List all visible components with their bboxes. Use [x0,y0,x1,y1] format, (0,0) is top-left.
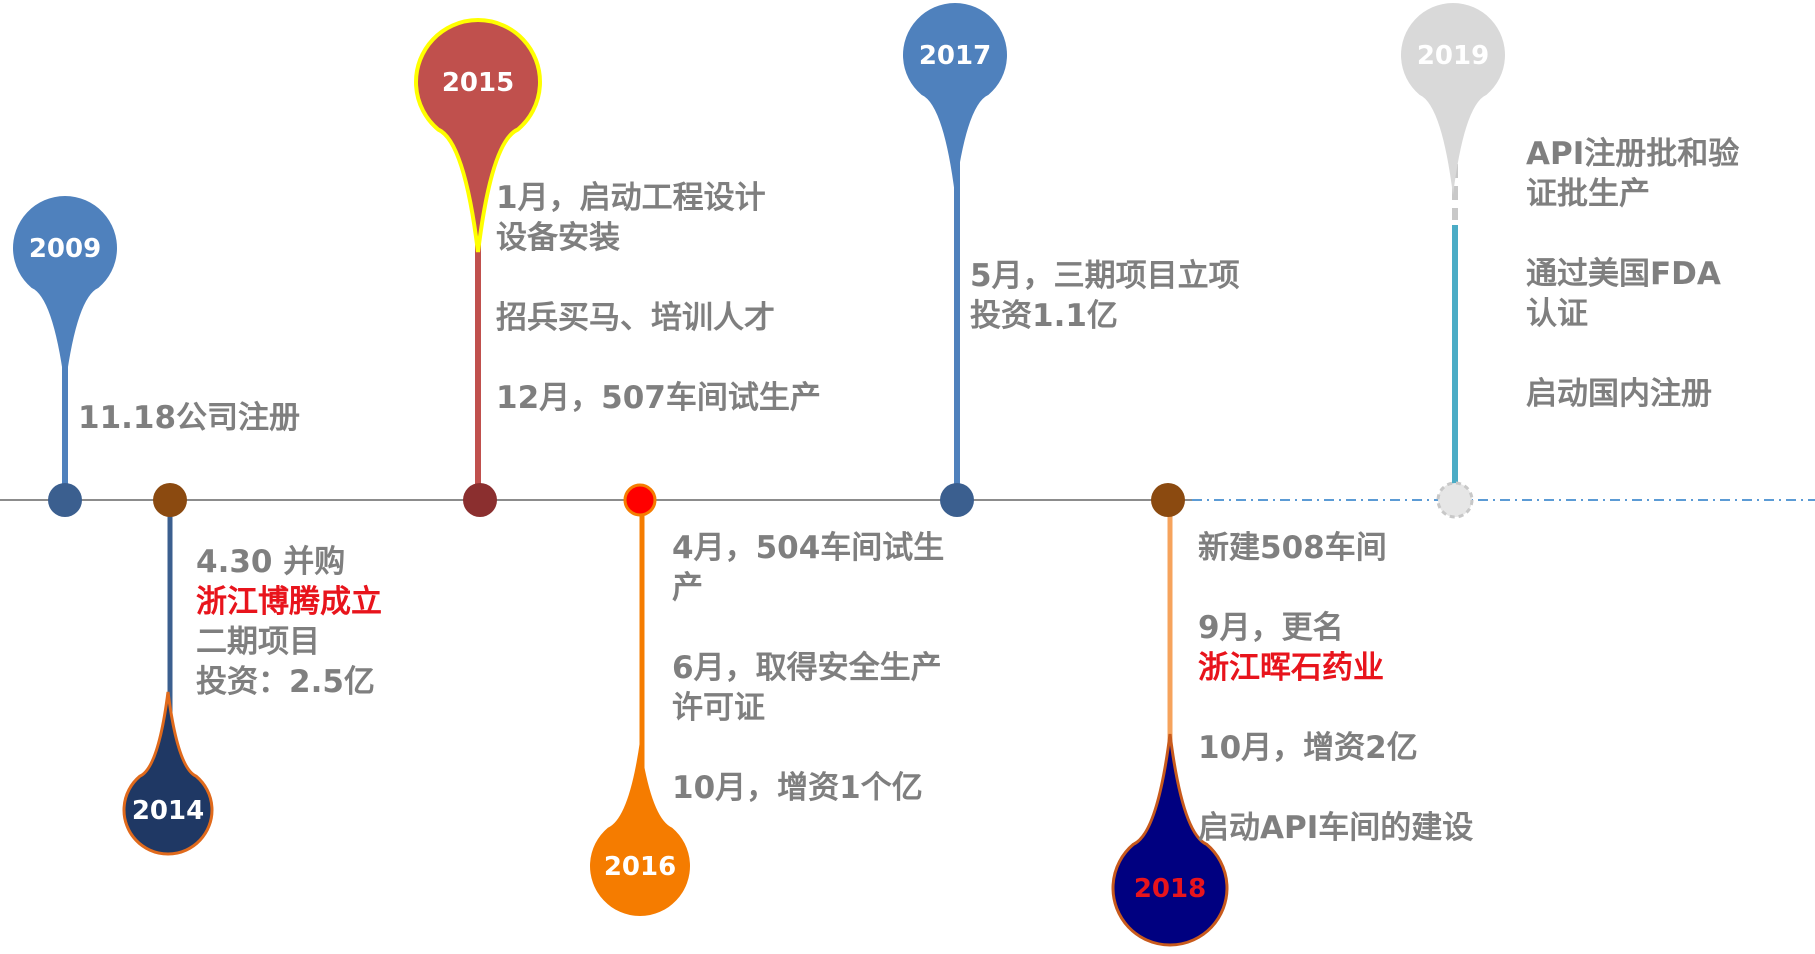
axis-dot-2016 [623,483,657,517]
year-label-2014: 2014 [132,796,204,826]
milestone-line: 启动国内注册 [1526,374,1739,414]
pin-2014 [122,691,214,856]
pin-2015 [414,18,542,253]
milestone-2014: 2014 [122,483,214,856]
axis-dot-2015 [463,483,497,517]
milestone-line-text: 6月，取得安全生产 [672,650,942,686]
milestone-line: 10月，增资1个亿 [672,768,944,808]
milestone-line-text: 11.18公司注册 [78,400,301,436]
milestone-line-text: 投资：2.5亿 [196,664,375,700]
milestone-text-2019: API注册批和验证批生产 通过美国FDA 认证 启动国内注册 [1526,134,1739,414]
milestone-line: 二期项目 [196,622,382,662]
axis-dot-2009 [48,483,82,517]
milestone-line: 招兵买马、培训人才 [496,298,821,338]
milestone-line [496,338,821,378]
milestone-line-text: 投资1.1亿 [970,298,1118,334]
pin-2016 [590,741,690,916]
milestone-line-text: 新建508车间 [1198,530,1387,566]
year-label-2009: 2009 [29,234,101,264]
milestone-text-2015: 1月，启动工程设计设备安装 招兵买马、培训人才 12月，507车间试生产 [496,178,821,418]
milestone-line-text: 招兵买马、培训人才 [496,300,775,336]
highlight-text: 浙江晖石药业 [1198,650,1384,686]
pin-2018 [1111,733,1229,947]
milestone-line: 4月，504车间试生 [672,528,944,568]
milestone-line: 浙江博腾成立 [196,582,382,622]
pin-2019 [1401,2,1506,196]
axis-dot-2014 [153,483,187,517]
milestone-line-text: 产 [672,570,703,606]
milestone-line: 12月，507车间试生产 [496,378,821,418]
milestone-line-text: 1月，启动工程设计 [496,180,766,216]
milestone-line: 产 [672,568,944,608]
milestone-line: 启动API车间的建设 [1198,808,1473,848]
milestone-line-text: 二期项目 [196,624,320,660]
milestone-line-text: 设备安装 [496,220,620,256]
axis-dot-2019 [1436,481,1474,519]
year-label-2017: 2017 [919,41,991,71]
milestone-text-2017: 5月，三期项目立项投资1.1亿 [970,256,1240,336]
milestone-line [1526,334,1739,374]
milestone-line [1198,568,1473,608]
milestone-line-text: 4月，504车间试生 [672,530,945,566]
pin-2009 [12,196,117,388]
milestone-line-text: 证批生产 [1526,176,1650,212]
milestone-line [1526,214,1739,254]
pin-2017 [903,2,1008,196]
milestone-line: 1月，启动工程设计 [496,178,821,218]
milestone-text-2014: 4.30 并购浙江博腾成立二期项目投资：2.5亿 [196,542,382,702]
milestone-line-text: 认证 [1526,296,1588,332]
milestone-line-text: 10月，增资2亿 [1198,730,1418,766]
milestone-line [1198,768,1473,808]
year-label-2015: 2015 [442,68,514,98]
year-label-2019: 2019 [1417,41,1489,71]
milestone-2009: 2009 [12,196,117,517]
milestone-2017: 2017 [903,2,1008,517]
milestone-line-text: 9月，更名 [1198,610,1344,646]
milestone-line-text: 启动API车间的建设 [1198,810,1474,846]
milestone-line-text: API注册批和验 [1526,136,1740,172]
milestone-line-text: 5月，三期项目立项 [970,258,1240,294]
milestone-line [672,608,944,648]
milestone-line-text: 10月，增资1个亿 [672,770,923,806]
highlight-text: 浙江博腾成立 [196,584,382,620]
milestone-text-2018: 新建508车间 9月，更名浙江晖石药业 10月，增资2亿 启动API车间的建设 [1198,528,1473,848]
axis-dot-2018 [1151,483,1185,517]
milestone-line: 10月，增资2亿 [1198,728,1473,768]
milestone-line: API注册批和验 [1526,134,1739,174]
milestone-line: 浙江晖石药业 [1198,648,1473,688]
year-label-2016: 2016 [604,852,676,882]
milestone-text-2016: 4月，504车间试生产 6月，取得安全生产许可证 10月，增资1个亿 [672,528,944,808]
milestone-2016: 2016 [590,483,690,916]
milestone-line [496,258,821,298]
milestone-line: 认证 [1526,294,1739,334]
axis-dot-2017 [940,483,974,517]
milestone-line: 设备安装 [496,218,821,258]
milestone-line: 6月，取得安全生产 [672,648,944,688]
milestone-line [672,728,944,768]
milestone-line: 5月，三期项目立项 [970,256,1240,296]
milestone-line: 9月，更名 [1198,608,1473,648]
milestone-line-text: 4.30 并购 [196,544,346,580]
milestone-line: 投资1.1亿 [970,296,1240,336]
year-label-2018: 2018 [1134,874,1206,904]
milestone-2015: 2015 [414,18,542,517]
milestone-text-2009: 11.18公司注册 [78,398,300,438]
milestone-line: 许可证 [672,688,944,728]
milestone-line: 通过美国FDA [1526,254,1739,294]
milestone-line-text: 12月，507车间试生产 [496,380,821,416]
milestone-line-text: 通过美国FDA [1526,256,1721,292]
milestone-2019: 2019 [1401,2,1506,519]
milestone-line: 新建508车间 [1198,528,1473,568]
milestone-line: 11.18公司注册 [78,398,300,438]
milestone-2018: 2018 [1111,483,1229,947]
milestone-line: 证批生产 [1526,174,1739,214]
milestone-line-text: 许可证 [672,690,765,726]
milestone-line: 4.30 并购 [196,542,382,582]
milestone-line: 投资：2.5亿 [196,662,382,702]
milestone-line-text: 启动国内注册 [1526,376,1712,412]
milestone-line [1198,688,1473,728]
